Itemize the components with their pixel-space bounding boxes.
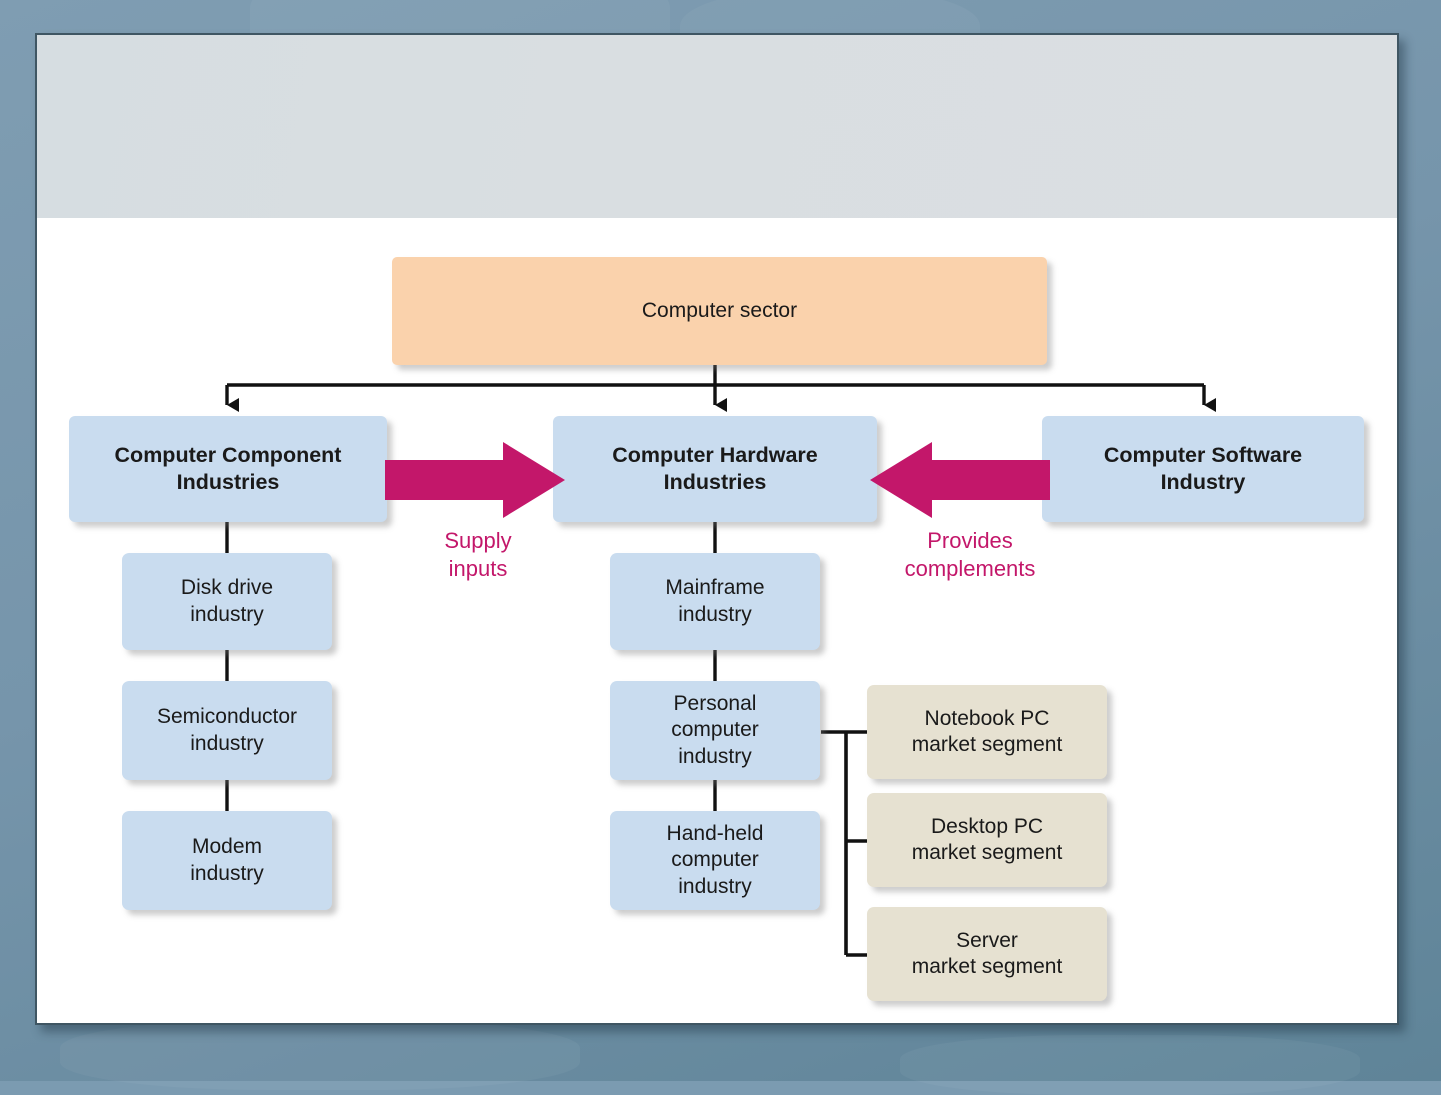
node-computer-sector[interactable]: Computer sector [392, 257, 1047, 365]
node-notebook-pc-market-segment[interactable]: Notebook PC market segment [867, 685, 1107, 779]
supply-inputs-arrow-icon [385, 442, 565, 518]
supply-inputs-label: Supply inputs [444, 528, 512, 582]
node-modem-industry[interactable]: Modem industry [122, 811, 332, 910]
node-computer-component-industries[interactable]: Computer Component Industries [69, 416, 387, 522]
node-desktop-pc-market-segment[interactable]: Desktop PC market segment [867, 793, 1107, 887]
provides-complements-arrow-icon [870, 442, 1050, 518]
header-band [37, 35, 1397, 218]
industry-hierarchy-diagram: Computer sector Computer Component Indus… [37, 35, 1397, 1023]
node-mainframe-industry[interactable]: Mainframe industry [610, 553, 820, 650]
node-personal-computer-industry[interactable]: Personal computer industry [610, 681, 820, 780]
content-card: Computer sector Computer Component Indus… [35, 33, 1399, 1025]
node-disk-drive-industry[interactable]: Disk drive industry [122, 553, 332, 650]
provides-complements-label: Provides complements [904, 528, 1036, 582]
background-sheen [60, 1020, 580, 1090]
node-semiconductor-industry[interactable]: Semiconductor industry [122, 681, 332, 780]
node-computer-software-industry[interactable]: Computer Software Industry [1042, 416, 1364, 522]
node-hand-held-computer-industry[interactable]: Hand-held computer industry [610, 811, 820, 910]
node-computer-hardware-industries[interactable]: Computer Hardware Industries [553, 416, 877, 522]
background-sheen [900, 1035, 1360, 1095]
node-server-market-segment[interactable]: Server market segment [867, 907, 1107, 1001]
